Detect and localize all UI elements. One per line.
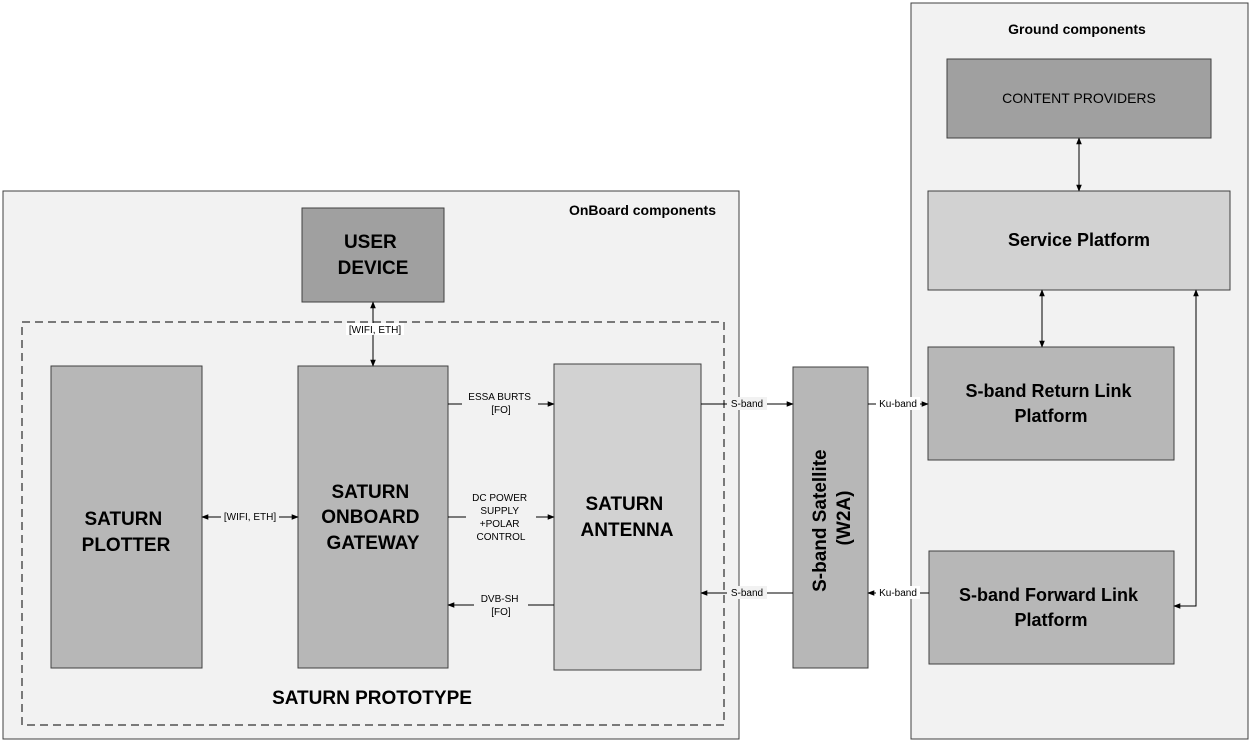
saturn-antenna-label: SATURN ANTENNA xyxy=(581,494,674,541)
dc-power-label-bg xyxy=(466,491,536,543)
antenna-satellite-down-label: S-band xyxy=(731,588,763,599)
plotter-gateway-label: [WIFI, ETH] xyxy=(224,512,276,523)
saturn-plotter-block xyxy=(50,365,203,669)
service-platform-block xyxy=(927,190,1231,291)
saturn-plotter-label: SATURN PLOTTER xyxy=(82,509,171,556)
satellite-return-label: Ku-band xyxy=(879,399,917,410)
satellite-label: S-band Satellite (W2A) xyxy=(810,444,855,592)
user-device-label: USER DEVICE xyxy=(338,232,409,279)
onboard-region-label: OnBoard components xyxy=(569,202,716,218)
satellite-forward-label-bg xyxy=(876,586,920,599)
user-device-block xyxy=(301,207,445,303)
dvb-label: DVB-SH [FO] xyxy=(481,594,522,618)
saturn-antenna-block xyxy=(553,363,702,671)
prototype-label: SATURN PROTOTYPE xyxy=(272,688,472,709)
saturn-gateway-label: SATURN ONBOARD GATEWAY xyxy=(321,482,424,554)
satellite-return-label-bg xyxy=(876,397,920,410)
return-link-block xyxy=(927,346,1175,461)
satellite-forward-label: Ku-band xyxy=(879,588,917,599)
plotter-gateway-label-bg xyxy=(221,510,279,523)
essa-label-bg xyxy=(462,391,538,416)
forward-link-label: S-band Forward Link Platform xyxy=(959,585,1143,630)
forward-link-block xyxy=(928,550,1175,665)
device-gateway-label: [WIFI, ETH] xyxy=(349,325,401,336)
antenna-satellite-down-label-bg xyxy=(727,586,767,599)
ground-region-label: Ground components xyxy=(1008,21,1146,37)
antenna-satellite-up-label: S-band xyxy=(731,399,763,410)
dc-power-label: DC POWER SUPPLY +POLAR CONTROL xyxy=(472,493,530,543)
dvb-label-bg xyxy=(474,593,528,618)
satellite-block xyxy=(792,366,869,669)
antenna-satellite-up-label-bg xyxy=(727,397,767,410)
essa-label: ESSA BURTS [FO] xyxy=(468,392,533,416)
content-providers-block xyxy=(946,58,1212,139)
service-forward-arrow xyxy=(1173,289,1199,609)
device-gateway-label-bg xyxy=(346,323,404,335)
return-link-label: S-band Return Link Platform xyxy=(965,381,1136,426)
service-platform-label: Service Platform xyxy=(1008,230,1150,250)
content-providers-label: CONTENT PROVIDERS xyxy=(1002,90,1156,106)
